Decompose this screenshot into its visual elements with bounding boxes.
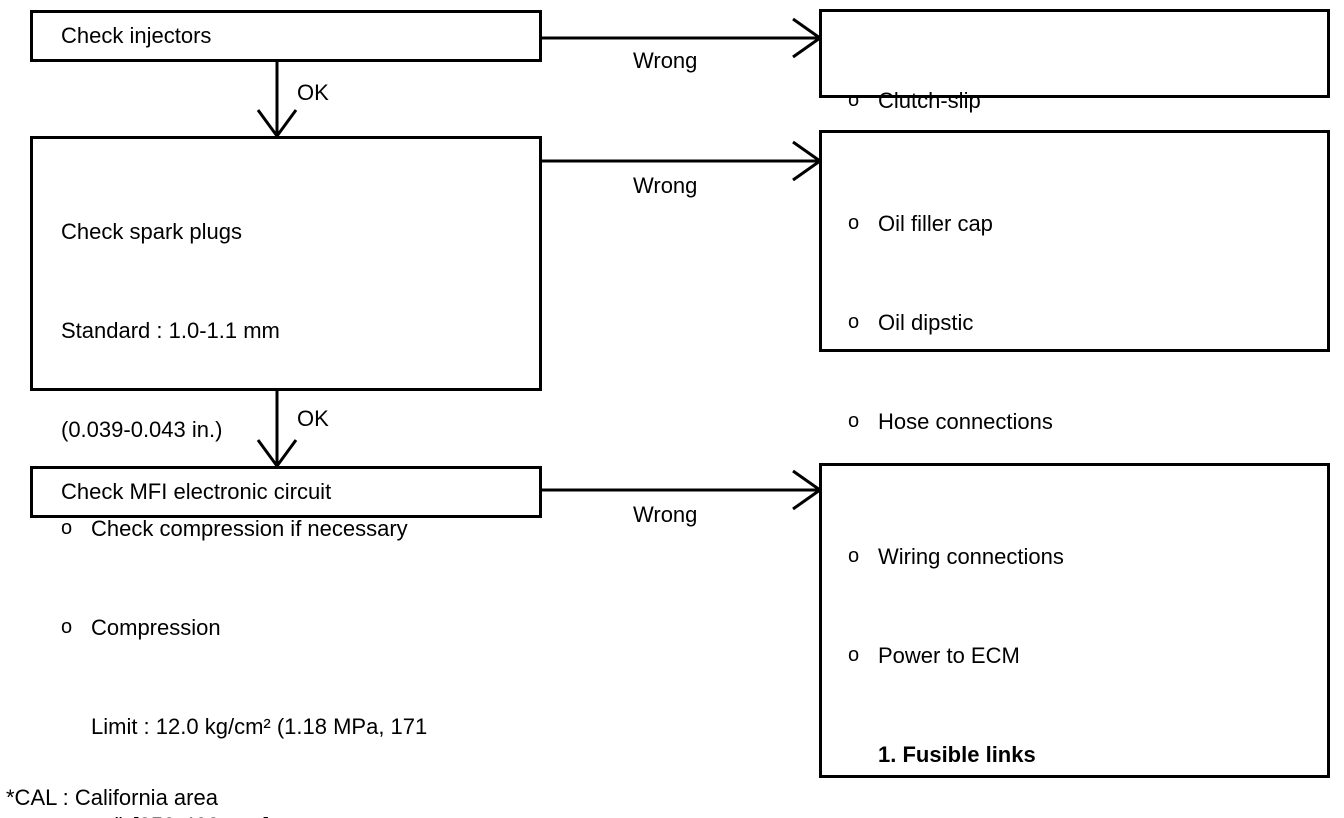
list-item: o Compression [61,611,427,644]
edge-label-ok-2: OK [297,406,329,431]
list-item: o Hose connections [848,405,1202,438]
bullet-icon: o [848,545,860,567]
step-box-check-injectors[interactable]: Check injectors [30,10,542,62]
step-box-check-mfi-electronic-circuit[interactable]: Check MFI electronic circuit [30,466,542,518]
sub-item-fusible-links: 1. Fusible links [878,742,1036,767]
spec-standard-gap: Standard : 1.0-1.1 mm [61,318,280,343]
list-item-label: Hose connections [878,409,1053,434]
list-item-label: Check compression if necessary [91,516,408,541]
bullet-icon: o [848,644,860,666]
bullet-icon: o [848,212,860,234]
edge-label-wrong-3: Wrong [633,502,698,527]
list-item-label: Power to ECM [878,643,1020,668]
step-title-check-mfi-electronic-circuit: Check MFI electronic circuit [61,479,332,504]
list-item-label: Compression [91,615,221,640]
step-detail-check-spark-plugs: Check spark plugs Standard : 1.0-1.1 mm … [61,149,427,818]
outcome-box-electrical-items[interactable]: o Wiring connections o Power to ECM 1. F… [819,463,1330,778]
outcome-list-electrical-items: o Wiring connections o Power to ECM 1. F… [848,474,1220,818]
list-item: o Oil dipstic [848,306,1202,339]
list-item-label: Clutch-slip [878,88,981,113]
list-item: o Clutch-slip [848,84,987,117]
edge-label-wrong-1: Wrong [633,48,698,73]
list-item: o Check compression if necessary [61,512,427,545]
list-item: o Oil filler cap [848,207,1202,240]
edge-label-wrong-2: Wrong [633,173,698,198]
outcome-box-clutch-brake[interactable]: o Clutch-slip o Brake-drag [819,9,1330,212]
list-item-label: Oil filler cap [878,211,993,236]
list-item: o Power to ECM [848,639,1220,672]
footnote-cal: *CAL : California area [6,785,218,810]
step-title-check-injectors: Check injectors [61,23,212,48]
spec-compression-limit-line2: psi) [250-400 rpm] [61,809,427,818]
list-item: o Wiring connections [848,540,1220,573]
spec-compression-limit-line1: Limit : 12.0 kg/cm² (1.18 MPa, 171 [91,714,428,739]
bullet-icon: o [61,616,73,638]
bullet-icon: o [848,311,860,333]
connector-ok-1 [256,62,298,139]
edge-label-ok-1: OK [297,80,329,105]
bullet-icon: o [848,410,860,432]
outcome-box-engine-items[interactable]: o Oil filler cap o Oil dipstic o Hose co… [819,130,1330,731]
bullet-icon: o [848,89,860,111]
spec-standard-gap-inches: (0.039-0.043 in.) [61,417,223,442]
list-item-label: Wiring connections [878,544,1064,569]
step-title-check-spark-plugs: Check spark plugs [61,219,242,244]
bullet-icon: o [61,517,73,539]
list-item-label: Oil dipstic [878,310,974,335]
step-box-check-spark-plugs[interactable]: Check spark plugs Standard : 1.0-1.1 mm … [30,136,542,818]
